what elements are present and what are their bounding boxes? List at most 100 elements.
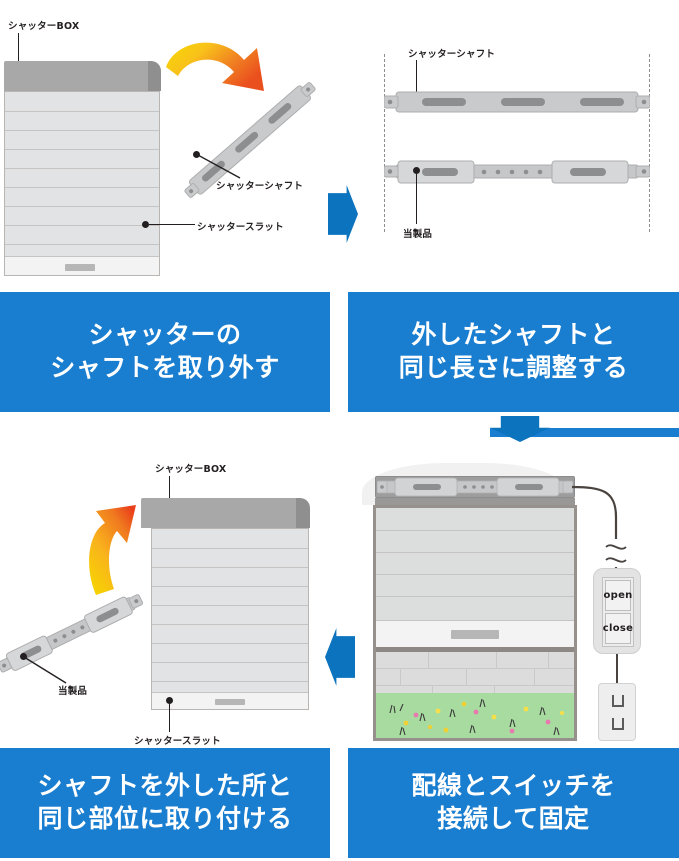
shutter-slat [152, 662, 308, 664]
brick-mortar-line [534, 668, 536, 685]
measure-guide-right [649, 54, 650, 232]
shutter-slat [152, 586, 308, 588]
leader-line-shutter-box [169, 476, 171, 508]
shutter-handle [65, 264, 95, 271]
switch-panel-inner: open close [602, 577, 634, 647]
shutter-box-body [141, 498, 309, 528]
label-shutter-slat: シャッタースラット [134, 736, 221, 745]
leader-dot-our-product [20, 653, 27, 660]
step-4-caption-line-2: 接続して固定 [437, 805, 590, 833]
step-3-caption-line-2: 同じ部位に取り付ける [37, 805, 293, 833]
step-1-caption-line-2: シャフトを取り外す [50, 354, 280, 382]
shutter-slat [152, 567, 308, 569]
shaft-install-diagram: シャッターBOX シャッタ [0, 425, 339, 745]
leader-line-our-product [24, 657, 67, 684]
step-2-caption-line-1: 外したシャフトと [411, 321, 616, 349]
flow-arrow-bar-step2-to-step3 [490, 428, 679, 437]
step-3-illustration: シャッターBOX シャッタ [0, 425, 339, 745]
wiring-switch-diagram: open close [340, 425, 679, 745]
leader-dot-shutter-slat [142, 221, 149, 228]
open-button[interactable]: open [603, 580, 632, 611]
shutter-bottom-rail [152, 692, 308, 709]
leader-line-shutter-shaft [416, 60, 418, 96]
brick-mortar-line [376, 668, 574, 670]
shutter-slat [5, 111, 159, 113]
label-shutter-shaft: シャッターシャフト [408, 49, 496, 60]
leader-dot-shutter-slat [166, 697, 173, 704]
shutter-slat [5, 130, 159, 132]
brick-mortar-line [376, 685, 574, 687]
shutter-slat [376, 530, 574, 532]
step-1-caption-line-1: シャッターの [88, 321, 242, 349]
step-3-caption-line-1: シャフトを外した所と [37, 772, 293, 800]
step-1-illustration: シャッターBOX シャッタ [0, 0, 339, 290]
threshold [376, 647, 574, 652]
shutter-slat [5, 168, 159, 170]
brick-mortar-line [400, 668, 402, 685]
installed-shaft [377, 477, 573, 497]
shutter-box-cap [148, 61, 161, 91]
shutter-slat [152, 605, 308, 607]
shutter-slat [152, 548, 308, 550]
shutter-slat [376, 596, 574, 598]
shutter-slat [376, 552, 574, 554]
our-product-adjustable-shaft [384, 160, 650, 184]
shutter-door-frame [373, 505, 577, 741]
step-2-illustration: シャッターシャフト [340, 0, 679, 290]
shutter-handle [215, 699, 245, 705]
wall-outlet [598, 683, 636, 741]
step-4-caption-line-1: 配線とスイッチを [411, 772, 616, 800]
grass-detail [389, 698, 564, 736]
label-shutter-box: シャッターBOX [8, 21, 80, 32]
outlet-socket-bottom [610, 718, 626, 730]
orange-curved-arrow-up [89, 505, 136, 595]
our-product-shaft-tilted [0, 594, 144, 673]
shutter-removal-diagram: シャッターBOX シャッタ [0, 0, 339, 290]
shutter-door-body [151, 528, 309, 710]
shaft-length-adjust-diagram: シャッターシャフト [340, 0, 679, 290]
leader-dot-our-product [413, 167, 420, 174]
shutter-slat [5, 149, 159, 151]
label-our-product: 当製品 [403, 229, 433, 240]
header-trim [375, 498, 575, 505]
shutter-door-panels [376, 508, 574, 620]
orange-curved-arrow [166, 42, 264, 91]
brick-mortar-line [428, 652, 430, 668]
shutter-slat [152, 643, 308, 645]
shutter-box-body [4, 61, 160, 91]
shutter-slat [5, 225, 159, 227]
original-shutter-shaft [384, 91, 650, 113]
brick-mortar-line [496, 652, 498, 668]
shutter-slat [376, 574, 574, 576]
outlet-socket-top [610, 695, 626, 707]
shutter-door-body [4, 91, 160, 276]
leader-line-shutter-box [18, 33, 20, 71]
step-2-caption: 外したシャフトと 同じ長さに調整する [348, 292, 679, 412]
shutter-bottom-rail [5, 256, 159, 275]
measure-guide-left [384, 54, 385, 232]
step-2-caption-line-2: 同じ長さに調整する [398, 354, 629, 382]
leader-line-our-product [416, 174, 418, 224]
brick-mortar-line [466, 668, 468, 685]
close-button[interactable]: close [603, 613, 633, 644]
grass-ground [376, 693, 574, 738]
shutter-bottom-rail [376, 620, 574, 647]
label-our-product: 当製品 [58, 686, 88, 697]
switch-panel: open close [593, 568, 641, 654]
shutter-slat [5, 206, 159, 208]
step-1-caption: シャッターの シャフトを取り外す [0, 292, 330, 412]
shutter-slat [152, 681, 308, 683]
leader-line-shutter-shaft [196, 154, 241, 179]
shutter-slat [152, 624, 308, 626]
outlet-wire [616, 654, 618, 684]
step-4-illustration: open close [340, 425, 679, 745]
shutter-handle [451, 630, 499, 639]
shutter-box-cap [296, 498, 310, 528]
shutter-slat [5, 187, 159, 189]
step-4-caption: 配線とスイッチを 接続して固定 [348, 748, 679, 858]
label-shutter-slat: シャッタースラット [197, 222, 284, 233]
leader-line-shutter-slat [149, 224, 195, 226]
step-3-caption: シャフトを外した所と 同じ部位に取り付ける [0, 748, 330, 858]
label-shutter-shaft: シャッターシャフト [216, 181, 304, 192]
